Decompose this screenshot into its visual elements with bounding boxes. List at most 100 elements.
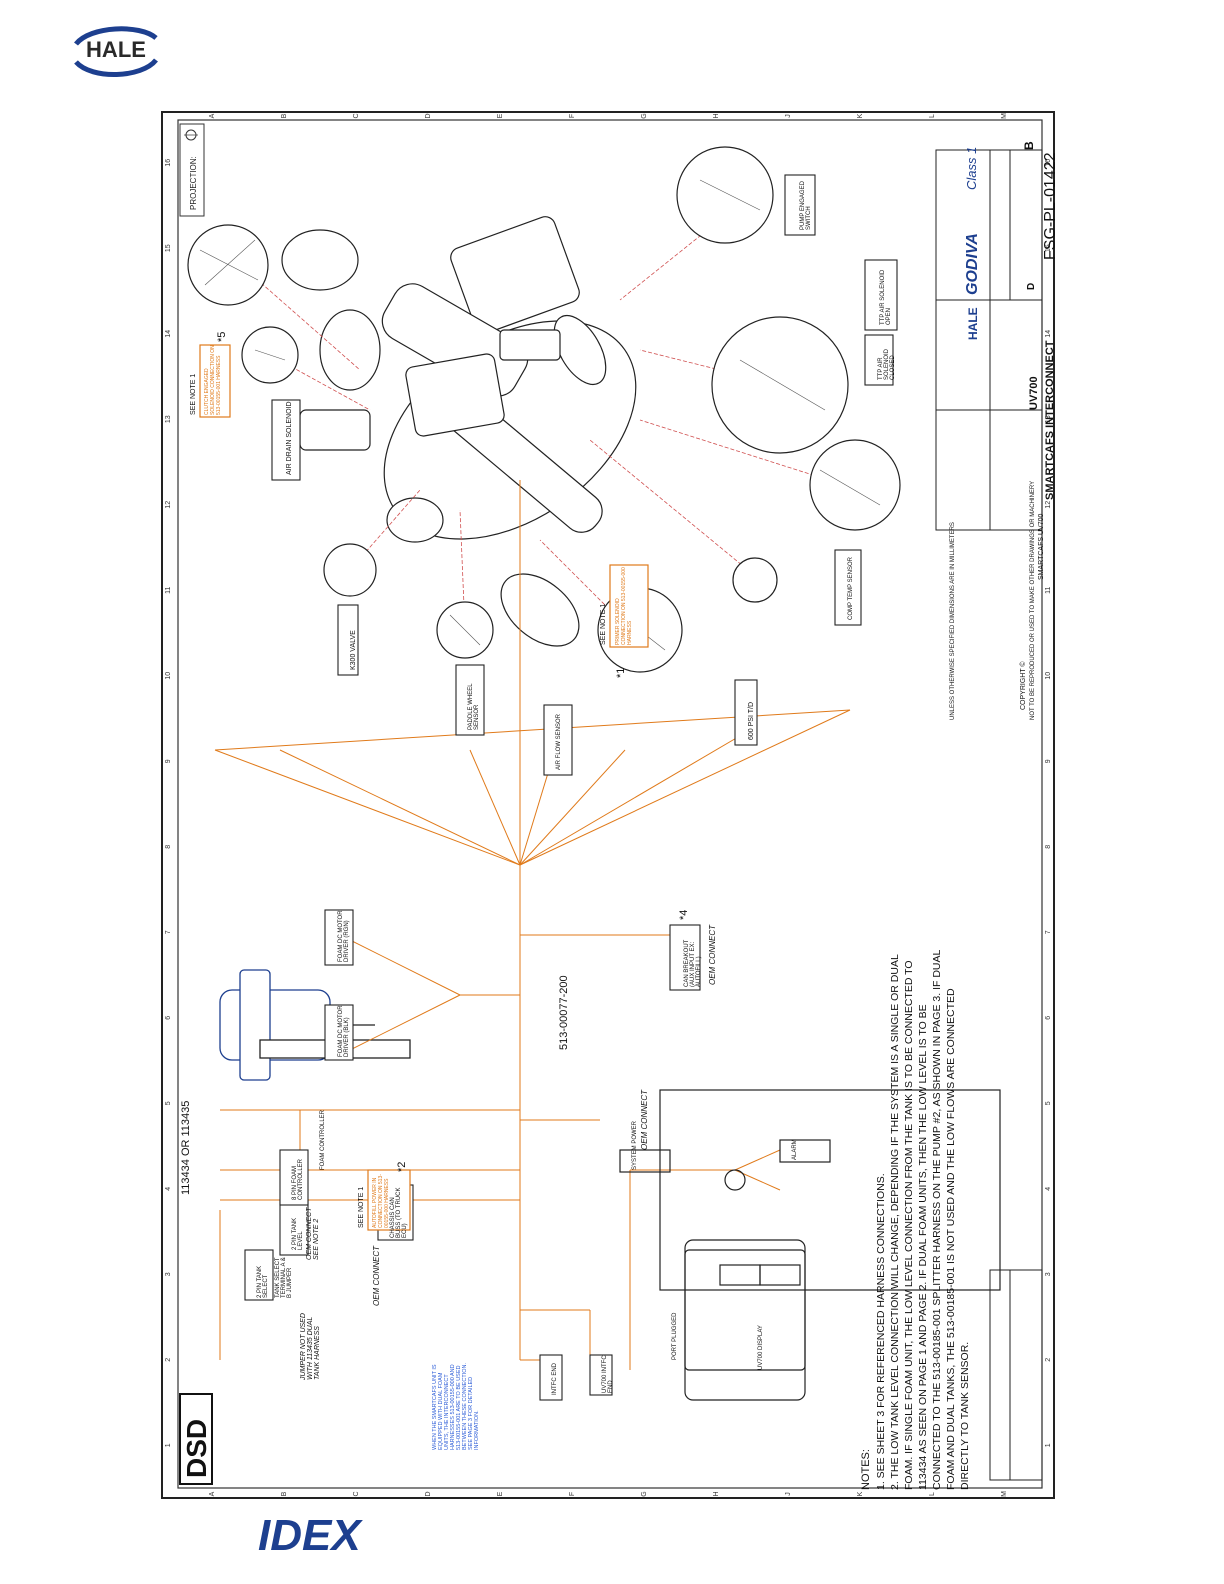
zone-col-mark: 12 [165,501,172,509]
can-breakout: CAN BREAKOUT (AUX INPUT EX: AUTOFILL) [684,939,702,987]
primer-callout: PRIMER SOLENOID CONNECTION ON 513-00155-… [615,567,633,645]
note-line: 1. SEE SHEET 3 FOR REFERENCED HARNESS CO… [875,1173,887,1490]
dsd-badge: DSD [181,1419,212,1478]
zone-row-mark: B [281,113,288,118]
part-label: 113434 OR 113435 [180,1100,192,1195]
intfc-end: INTFC END [552,1363,558,1395]
zone-row-mark: L [929,114,936,118]
copyright-note: NOT TO BE REPRODUCED OR USED TO MAKE OTH… [1030,480,1036,720]
foam-controller-pin: 8 PIN FOAM CONTROLLER [292,1158,304,1200]
note-line: 2. THE LOW TANK LEVEL CONNECTION WILL CH… [889,954,901,1490]
star-4: *4 [678,909,690,920]
zone-col-mark: 13 [1045,415,1052,423]
zone-col-mark: 8 [165,845,172,849]
zone-col-mark: 10 [1045,672,1052,680]
zone-row-mark: M [1001,113,1008,119]
zone-row-mark: A [209,113,216,118]
comp-temp-sensor: COMP TEMP SENSOR [848,556,854,620]
zone-col-mark: 3 [165,1272,172,1276]
zone-col-mark: 13 [165,415,172,423]
note-line: CONNECTED TO THE 513-00185-001 SPLITTER … [931,949,943,1490]
inner-border [177,119,1043,1489]
display-panel [619,1089,1001,1401]
zone-col-mark: 1 [1045,1443,1052,1447]
zone-row-mark: H [713,113,720,118]
jumper-not-used: JUMPER NOT USED WITH 113435 DUAL TANK HA… [300,1313,321,1380]
oem-connect-can: OEM CONNECT [708,925,717,985]
zone-col-mark: 9 [165,759,172,763]
chassis-can: CHASSIS CAN BUSS (TO TRUCK ECU) [390,1187,408,1238]
projection-label: PROJECTION: [189,156,198,210]
zone-row-mark: C [353,113,360,118]
zone-col-mark: 2 [165,1358,172,1362]
drawing-rev: B [1022,141,1036,150]
see-note-1-top: SEE NOTE 1 [190,373,197,415]
balloon-hatching [199,179,881,651]
uv700-intfc-end: UV700 INTFC END [602,1355,614,1393]
zone-col-mark: 15 [1045,244,1052,252]
star-1: *1 [615,667,627,678]
zone-col-mark: 6 [1045,1016,1052,1020]
copyright: COPYRIGHT © [1020,661,1027,710]
zone-row-mark: F [569,114,576,118]
system-power: SYSTEM POWER [632,1120,638,1170]
zone-col-mark: 1 [165,1443,172,1447]
note-line: 113434 AS SEEN ON PAGE 1 AND PAGE 2. IF … [917,1004,929,1490]
star-5: *5 [216,331,228,342]
foam-controller: FOAM CONTROLLER [320,1109,326,1170]
godiva-brand: GODIVA [964,233,981,295]
zone-col-mark: 12 [1045,501,1052,509]
zone-row-mark: F [569,1492,576,1496]
zone-col-mark: 15 [165,244,172,252]
zone-col-mark: 5 [165,1101,172,1105]
note-line: FOAM. IF SINGLE FOAM UNIT, THE LOW LEVEL… [903,960,915,1490]
drawing-size: D [1026,282,1037,290]
ttp-air-solenoid-closed: TTP AIR SOLENOID CLOSED [878,348,896,380]
see-note-1-bottom: SEE NOTE 1 [358,1186,365,1228]
callout-boxes [199,344,649,1231]
oem-connect-note2: OEM CONNECT SEE NOTE 2 [306,1207,320,1261]
drawing-number: FSG-PL-01422 [1042,152,1059,260]
drawing-title-2: UV700 [1028,376,1040,410]
notes-heading: NOTES: [860,1449,872,1490]
idex-logo: IDEX [258,1510,398,1560]
zone-col-mark: 16 [165,159,172,167]
dsd-badge-box [179,1393,213,1485]
air-flow-sensor: AIR FLOW SENSOR [556,713,562,770]
zone-col-mark: 5 [1045,1101,1052,1105]
zone-row-mark: B [281,1491,288,1496]
air-drain-solenoid: AIR DRAIN SOLENOID [286,401,293,475]
title-block [935,149,1043,1481]
zone-row-mark: D [425,113,432,118]
uv700-display: UV700 DISPLAY [758,1325,764,1370]
note-line: FOAM AND DUAL TANKS, THE 513-00185-001 I… [945,988,957,1490]
hale-brand: HALE [966,307,980,340]
tank-select-jumper: TANK SELECT TERMINAL A & B JUMPER [275,1257,293,1298]
notes-block: 1. SEE SHEET 3 FOR REFERENCED HARNESS CO… [874,950,972,1490]
zone-row-mark: G [641,113,648,118]
zone-col-mark: 16 [1045,159,1052,167]
blue-note: WHEN THE SMARTCAFS UNIT IS EQUIPPED WITH… [432,1363,480,1450]
clutch-callout: CLUTCH ENGAGED SOLENOID CONNECTION ON 51… [204,345,222,415]
zone-row-mark: J [785,114,792,118]
zone-row-mark: A [209,1491,216,1496]
zone-col-mark: 2 [1045,1358,1052,1362]
class1-brand: Class 1 [964,146,979,190]
zone-row-mark: K [857,1491,864,1496]
ttp-air-solenoid-open: TTP AIR SOLENOID OPEN [880,269,892,325]
see-note-1-mid: SEE NOTE 1 [600,603,607,645]
drawing-title-1: SMARTCAFS INTERCONNECT [1044,340,1056,501]
oem-connect-chassis: OEM CONNECT [372,1246,381,1306]
zone-col-mark: 7 [165,930,172,934]
paddle-wheel-sensor: PADDLE WHEEL SENSOR [468,683,480,730]
project-label: SMARTCAFS UV700 [1038,513,1045,580]
pump-engaged-switch: PUMP ENGAGED SWITCH [800,181,812,230]
zone-col-mark: 7 [1045,930,1052,934]
zone-row-mark: L [929,1492,936,1496]
port-plugged: PORT PLUGGED [672,1312,678,1360]
note-line: DIRECTLY TO TANK SENSOR. [959,1341,971,1490]
foam-driver-rgn: FOAM DC MOTOR DRIVER (RGN) [338,910,350,962]
zone-col-mark: 4 [1045,1187,1052,1191]
